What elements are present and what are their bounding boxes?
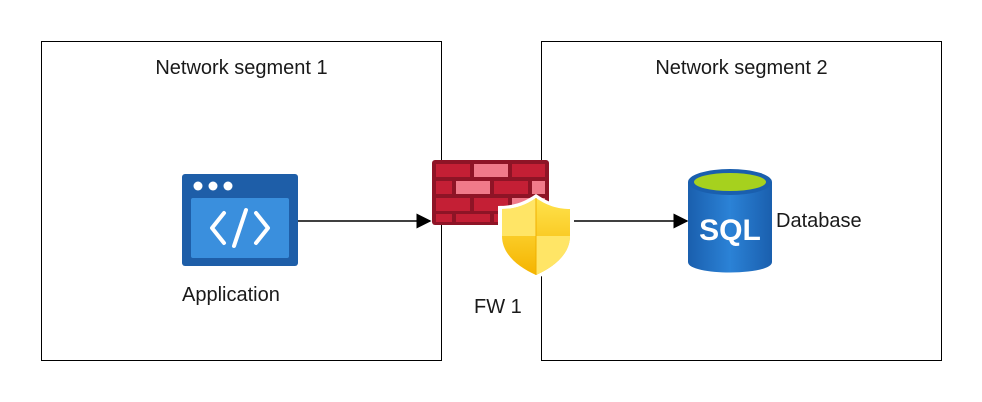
network-segment-2: Network segment 2 <box>541 41 942 361</box>
sql-database-icon: SQL <box>688 169 772 273</box>
segment-2-title: Network segment 2 <box>655 57 828 79</box>
network-segment-1: Network segment 1 <box>41 41 442 361</box>
firewall-shield-icon <box>498 194 574 279</box>
sql-icon-text: SQL <box>699 214 761 247</box>
firewall-label: FW 1 <box>474 296 522 318</box>
database-label: Database <box>776 210 862 232</box>
application-code-window-icon <box>182 174 298 266</box>
application-label: Application <box>182 284 280 306</box>
segment-1-title: Network segment 1 <box>155 57 328 79</box>
